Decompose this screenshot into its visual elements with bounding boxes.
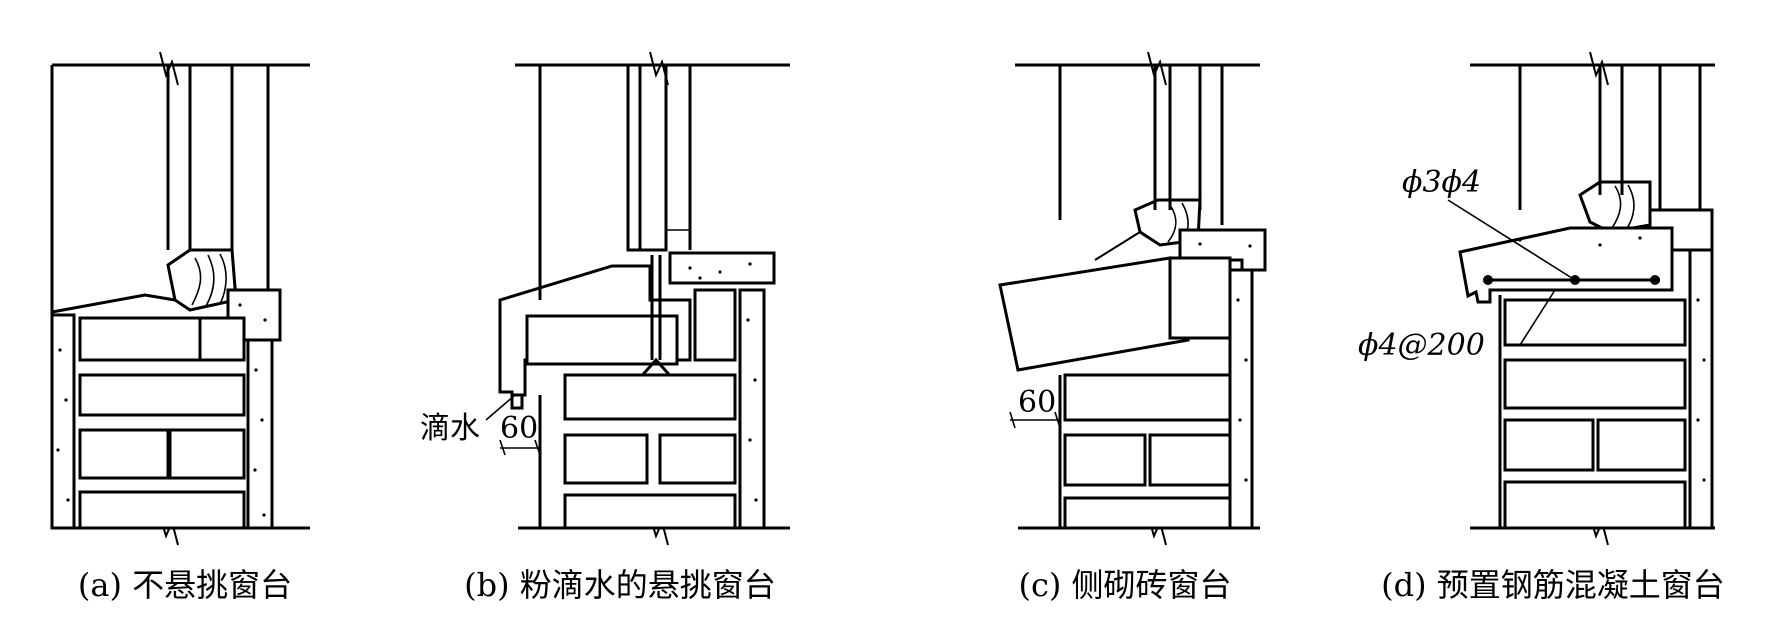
detail-b-projecting-sill-with-drip: 滴水 60 bbox=[420, 51, 790, 546]
drip-dimension-label: 60 bbox=[500, 411, 538, 446]
detail-c-side-laid-brick-sill: 60 bbox=[998, 51, 1267, 546]
caption-d: (d) 预置钢筋混凝土窗台 bbox=[1381, 566, 1725, 604]
rebar-top-label: ϕ3ϕ4 bbox=[1402, 165, 1481, 200]
brick-projection-dimension-label: 60 bbox=[1018, 385, 1056, 420]
caption-b: (b) 粉滴水的悬挑窗台 bbox=[464, 566, 776, 604]
drip-label: 滴水 bbox=[420, 411, 480, 446]
caption-a: (a) 不悬挑窗台 bbox=[77, 566, 293, 604]
detail-d-precast-reinforced-concrete-sill: ϕ3ϕ4 ϕ4@200 bbox=[1358, 51, 1715, 546]
detail-a-non-projecting-sill bbox=[50, 51, 310, 546]
rebar-bottom-label: ϕ4@200 bbox=[1358, 328, 1485, 363]
caption-c: (c) 侧砌砖窗台 bbox=[1018, 566, 1232, 604]
